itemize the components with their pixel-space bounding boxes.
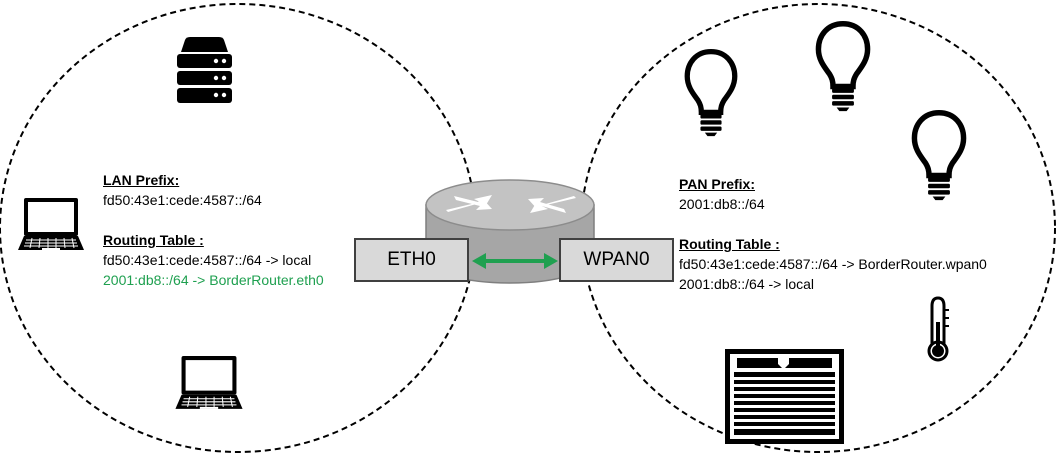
laptop-icon [18, 197, 84, 251]
wpan0-interface-box [559, 238, 674, 282]
eth0-interface-box [354, 238, 469, 282]
lan-routing-heading: Routing Table : [103, 232, 204, 248]
server-icon [163, 29, 246, 112]
lan-prefix-value: fd50:43e1:cede:4587::/64 [103, 192, 262, 208]
lan-route-local: fd50:43e1:cede:4587::/64 -> local [103, 252, 312, 268]
laptop-icon [175, 355, 243, 410]
pan-prefix-heading: PAN Prefix: [679, 176, 755, 192]
light-bulb-icon [687, 52, 735, 136]
pan-route-border-router: fd50:43e1:cede:4587::/64 -> BorderRouter… [679, 256, 987, 272]
lan-route-border-router: 2001:db8::/64 -> BorderRouter.eth0 [103, 272, 324, 288]
thermometer-icon [905, 292, 971, 364]
pan-route-local: 2001:db8::/64 -> local [679, 276, 815, 292]
pan-prefix-value: 2001:db8::/64 [679, 196, 765, 212]
eth0-label: ETH0 [387, 249, 436, 270]
light-bulb-icon [818, 24, 867, 111]
link-arrow [472, 253, 558, 269]
wpan0-label: WPAN0 [583, 249, 650, 270]
light-bulb-icon [914, 113, 963, 200]
pan-routing-heading: Routing Table : [679, 236, 780, 252]
air-conditioner-icon [725, 349, 844, 444]
lan-prefix-heading: LAN Prefix: [103, 172, 180, 188]
